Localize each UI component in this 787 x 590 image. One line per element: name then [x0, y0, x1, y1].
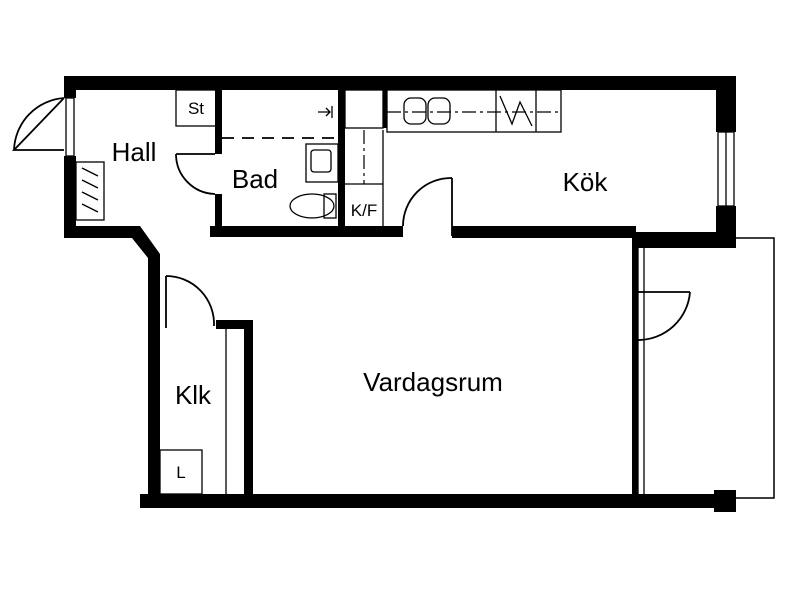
room-labels: Hall Bad Kök Vardagsrum Klk [112, 137, 609, 410]
kitchen-balcony-wall [632, 232, 736, 248]
sink-basin-right [427, 97, 451, 125]
closet-door [165, 275, 215, 328]
bath-left-wall-bottom [215, 194, 222, 234]
living-balcony-wall [632, 238, 638, 496]
linen-label: L [176, 463, 185, 482]
room-label-hall: Hall [112, 137, 157, 167]
coat-hangers [81, 167, 99, 213]
hall-left-wall-bottom [64, 156, 76, 238]
kitchen-fixtures [386, 89, 562, 133]
bathroom-fixtures [222, 106, 339, 219]
room-label-kok: Kök [563, 167, 609, 197]
hall-window-frame [65, 97, 75, 157]
storage-cabinet [175, 89, 217, 127]
room-label-bad: Bad [232, 164, 278, 194]
closet-top-wall [216, 320, 253, 329]
closet-fixtures: L [159, 329, 227, 495]
hall-left-wall-top [64, 76, 76, 98]
sink-basin-left [403, 97, 427, 125]
interior-walls [210, 88, 638, 502]
laundry-fixtures: K/F [344, 89, 384, 226]
balcony-railing [643, 237, 775, 499]
toilet-bowl [289, 193, 335, 219]
left-wall [148, 258, 160, 508]
shower-head [318, 106, 333, 118]
bottom-wall [140, 494, 720, 508]
bath-kitchen-partition [338, 88, 345, 234]
closet-right-wall [244, 320, 253, 502]
kf-label: K/F [351, 201, 377, 220]
balcony [632, 237, 775, 499]
kitchen-door [402, 177, 453, 236]
bath-bottom-wall [210, 226, 403, 237]
bottom-right-wall-end [714, 490, 736, 512]
entrance-door [11, 97, 65, 151]
washbasin-bowl [310, 149, 332, 173]
exterior-walls [64, 76, 736, 512]
upper-cabinet [344, 89, 384, 129]
hall-angled-wall [64, 226, 160, 270]
dishwasher-symbol [499, 95, 533, 127]
balcony-outline [637, 237, 775, 499]
storage-label: St [188, 99, 204, 118]
kitchen-bottom-wall [452, 226, 636, 238]
room-label-vardagsrum: Vardagsrum [363, 367, 503, 397]
hall-bath-door [175, 153, 216, 195]
washbasin [305, 143, 339, 183]
top-wall [64, 76, 736, 90]
toilet-tank [323, 193, 337, 219]
kitchen-counter [386, 89, 562, 133]
hall-fixtures: St [75, 89, 217, 221]
room-label-klk: Klk [175, 380, 212, 410]
doors [11, 97, 691, 341]
bath-left-wall-top [215, 88, 222, 154]
windows [65, 97, 735, 207]
linen-cabinet [159, 449, 203, 495]
kitchen-right-wall-top [716, 76, 736, 132]
kf-right-wall [383, 88, 387, 128]
balcony-door [637, 291, 691, 341]
coat-rack [75, 161, 105, 221]
